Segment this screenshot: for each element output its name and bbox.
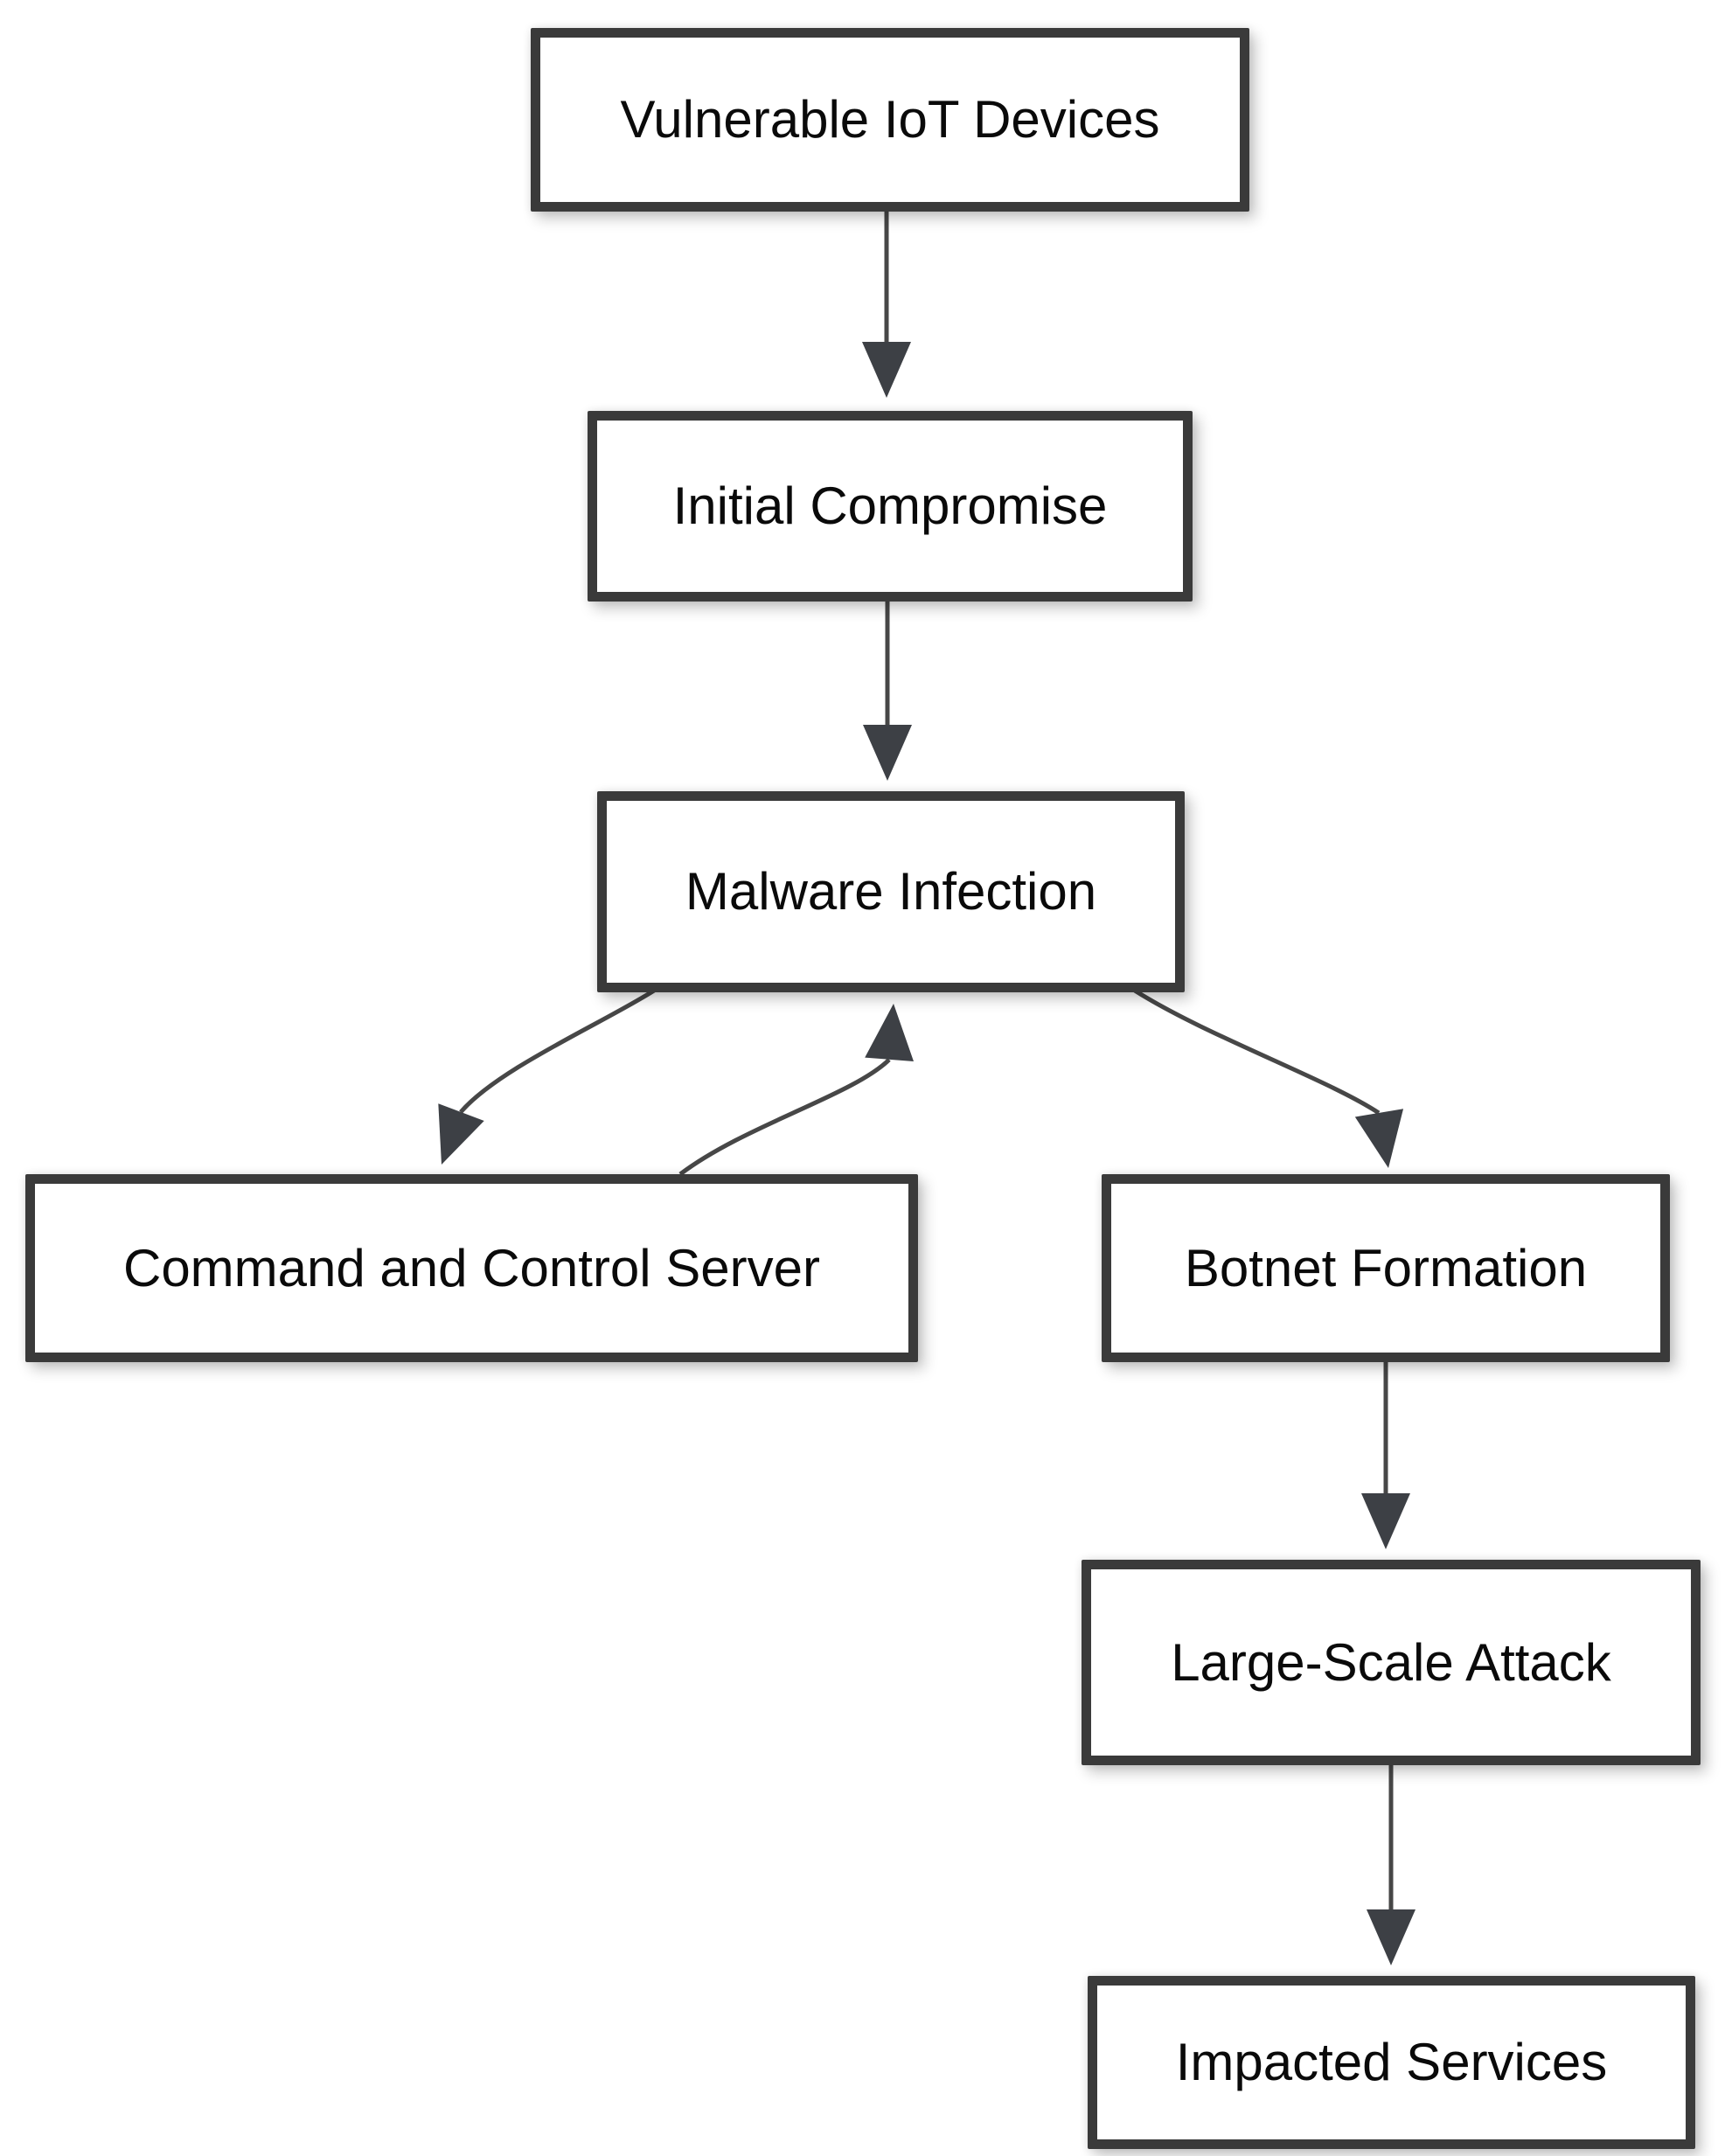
node-label: Vulnerable IoT Devices	[620, 90, 1160, 149]
edge-line	[1133, 988, 1381, 1116]
edge-line	[678, 1058, 891, 1176]
edge-cnc-to-malware	[678, 1004, 915, 1176]
edge-malware-to-botnet	[1133, 988, 1404, 1168]
edge-botnet-to-attack	[1361, 1362, 1410, 1549]
edge-line	[459, 988, 656, 1114]
node-initial-compromise: Initial Compromise	[588, 411, 1193, 602]
node-label: Initial Compromise	[672, 476, 1108, 535]
arrowhead-down-icon	[1354, 1109, 1404, 1168]
node-label: Botnet Formation	[1184, 1238, 1588, 1297]
edge-vulnerable-to-initial	[862, 212, 911, 398]
node-impacted-services: Impacted Services	[1088, 1976, 1695, 2149]
edge-attack-to-impacted	[1367, 1765, 1415, 1965]
node-label: Large-Scale Attack	[1171, 1632, 1611, 1692]
arrowhead-down-icon	[862, 342, 911, 398]
node-label: Malware Infection	[685, 862, 1097, 921]
arrowhead-down-icon	[863, 725, 912, 781]
node-label: Impacted Services	[1175, 2033, 1608, 2091]
node-malware-infection: Malware Infection	[597, 791, 1185, 992]
node-vulnerable-iot-devices: Vulnerable IoT Devices	[531, 28, 1249, 212]
arrowhead-up-icon	[865, 1004, 915, 1061]
arrowhead-down-icon	[1361, 1493, 1410, 1549]
node-command-and-control-server: Command and Control Server	[25, 1174, 918, 1362]
edge-initial-to-malware	[863, 602, 912, 781]
arrowhead-down-icon	[1367, 1909, 1415, 1965]
node-large-scale-attack: Large-Scale Attack	[1082, 1560, 1701, 1765]
node-botnet-formation: Botnet Formation	[1102, 1174, 1670, 1362]
arrowhead-down-icon	[438, 1103, 484, 1165]
node-label: Command and Control Server	[122, 1238, 821, 1297]
edge-malware-to-cnc	[438, 988, 656, 1165]
